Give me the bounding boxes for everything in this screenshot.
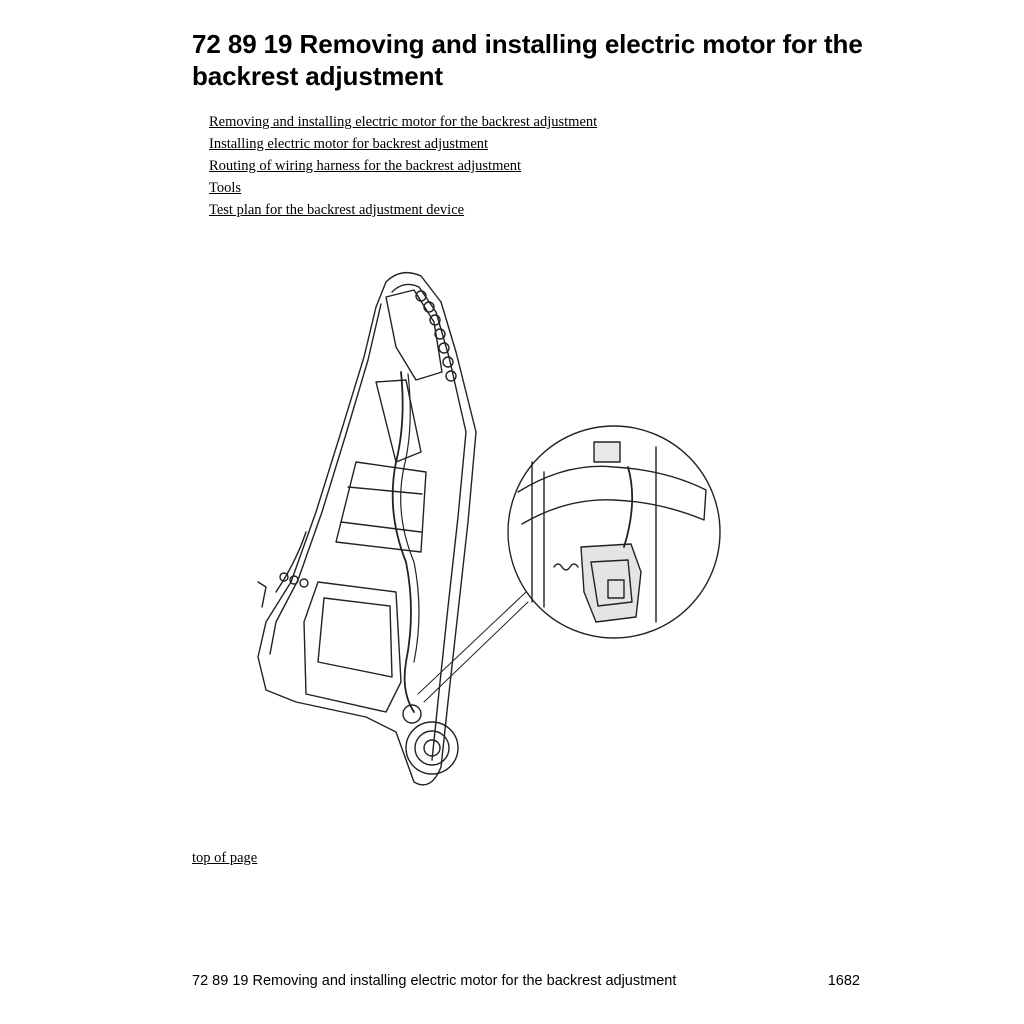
page-number: 1682	[827, 973, 860, 989]
toc-link-tools[interactable]: Tools	[209, 180, 242, 196]
toc-item: Tools	[209, 177, 597, 199]
backrest-motor-illustration	[236, 262, 736, 802]
toc-item: Test plan for the backrest adjustment de…	[209, 199, 597, 221]
toc-link-removing-installing-motor[interactable]: Removing and installing electric motor f…	[209, 114, 598, 130]
backrest-frame	[257, 271, 529, 786]
footer-title: 72 89 19 Removing and installing electri…	[192, 973, 677, 989]
toc-item: Routing of wiring harness for the backre…	[209, 155, 597, 177]
toc-link-installing-motor[interactable]: Installing electric motor for backrest a…	[209, 136, 489, 152]
toc-item: Removing and installing electric motor f…	[209, 111, 597, 133]
motor-detail-view	[507, 425, 721, 639]
page-title: 72 89 19 Removing and installing electri…	[192, 29, 863, 91]
toc-item: Installing electric motor for backrest a…	[209, 133, 597, 155]
table-of-contents: Removing and installing electric motor f…	[209, 111, 597, 221]
top-of-page-link[interactable]: top of page	[192, 850, 258, 866]
toc-link-wiring-harness-routing[interactable]: Routing of wiring harness for the backre…	[209, 158, 522, 174]
toc-link-test-plan[interactable]: Test plan for the backrest adjustment de…	[209, 202, 465, 218]
